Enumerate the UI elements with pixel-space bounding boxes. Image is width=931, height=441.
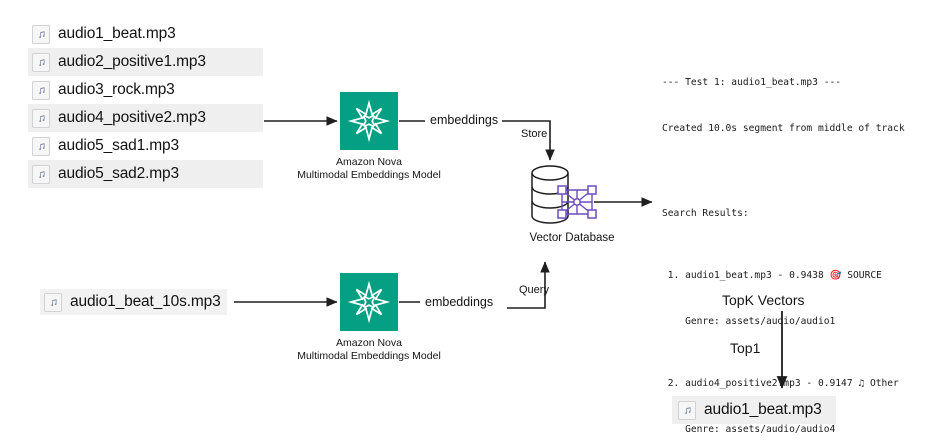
list-item[interactable]: audio4_positive2.mp3: [28, 104, 263, 132]
terminal-results-title: Search Results:: [662, 208, 749, 220]
query-file-item[interactable]: audio1_beat_10s.mp3: [40, 289, 227, 315]
list-item[interactable]: audio2_positive1.mp3: [28, 48, 263, 76]
file-name: audio1_beat_10s.mp3: [70, 293, 221, 310]
nova-subtitle: Multimodal Embeddings Model: [297, 350, 441, 362]
amazon-nova-query-node[interactable]: Amazon Nova Multimodal Embeddings Model: [297, 273, 484, 363]
result-text: 1. audio1_beat.mp3 - 0.9438: [662, 269, 830, 281]
terminal-spacer: [662, 167, 905, 175]
edge-label-embeddings-store: embeddings: [430, 113, 499, 127]
amazon-nova-logo-icon: [340, 92, 398, 150]
edge-label-store: Store: [521, 128, 548, 140]
file-name: audio5_sad1.mp3: [58, 137, 179, 154]
source-file-list: audio1_beat.mp3 audio2_positive1.mp3 aud…: [28, 20, 263, 188]
edge-label-top1: Top1: [730, 340, 761, 356]
vector-database-label: Vector Database: [529, 232, 615, 244]
result-row: 2. audio4_positive2.mp3 - 0.9147 ♫ Other: [662, 376, 905, 391]
music-note-icon: [32, 136, 50, 156]
file-name: audio5_sad2.mp3: [58, 165, 179, 182]
result-tag: Other: [864, 377, 899, 389]
edge-label-topk: TopK Vectors: [722, 292, 805, 308]
file-name: audio1_beat.mp3: [58, 25, 176, 42]
result-genre: Genre: assets/audio/audio4: [662, 423, 836, 435]
music-note-icon: [32, 80, 50, 100]
nova-caption: Amazon Nova Multimodal Embeddings Model: [297, 337, 441, 363]
edge-label-query: Query: [519, 284, 549, 296]
music-note-icon: [44, 292, 62, 312]
list-item[interactable]: audio5_sad2.mp3: [28, 160, 263, 188]
music-note-icon: [32, 108, 50, 128]
result-tag: SOURCE: [841, 269, 882, 281]
search-results-terminal: --- Test 1: audio1_beat.mp3 --- Created …: [662, 44, 905, 441]
nova-subtitle: Multimodal Embeddings Model: [297, 169, 441, 181]
amazon-nova-logo-icon: [340, 273, 398, 331]
final-result-item[interactable]: audio1_beat.mp3: [672, 396, 836, 424]
file-name: audio3_rock.mp3: [58, 81, 175, 98]
result-genre: Genre: assets/audio/audio1: [662, 315, 836, 327]
nova-title: Amazon Nova: [336, 337, 402, 349]
result-row: 1. audio1_beat.mp3 - 0.9438 🎯 SOURCE: [662, 268, 905, 283]
database-cylinder-icon: [531, 165, 597, 224]
dart-icon: 🎯: [829, 269, 842, 281]
result-text: 2. audio4_positive2.mp3 - 0.9147: [662, 377, 859, 389]
file-name: audio1_beat.mp3: [704, 401, 822, 418]
music-note-icon: ♫: [858, 377, 865, 389]
music-note-icon: [32, 24, 50, 44]
file-name: audio2_positive1.mp3: [58, 53, 206, 70]
music-note-icon: [32, 52, 50, 72]
list-item[interactable]: audio5_sad1.mp3: [28, 132, 263, 160]
nova-caption: Amazon Nova Multimodal Embeddings Model: [297, 156, 441, 182]
music-note-icon: [32, 164, 50, 184]
list-item[interactable]: audio1_beat.mp3: [28, 20, 263, 48]
file-name: audio4_positive2.mp3: [58, 109, 206, 126]
edge-label-embeddings-query: embeddings: [425, 295, 494, 309]
music-note-icon: [678, 400, 696, 420]
terminal-header-segment: Created 10.0s segment from middle of tra…: [662, 123, 905, 135]
amazon-nova-ingest-node[interactable]: Amazon Nova Multimodal Embeddings Model: [297, 92, 484, 182]
vector-database-node[interactable]: Vector Database: [524, 162, 620, 244]
nova-title: Amazon Nova: [336, 156, 402, 168]
list-item[interactable]: audio3_rock.mp3: [28, 76, 263, 104]
terminal-header-test: --- Test 1: audio1_beat.mp3 ---: [662, 76, 842, 88]
